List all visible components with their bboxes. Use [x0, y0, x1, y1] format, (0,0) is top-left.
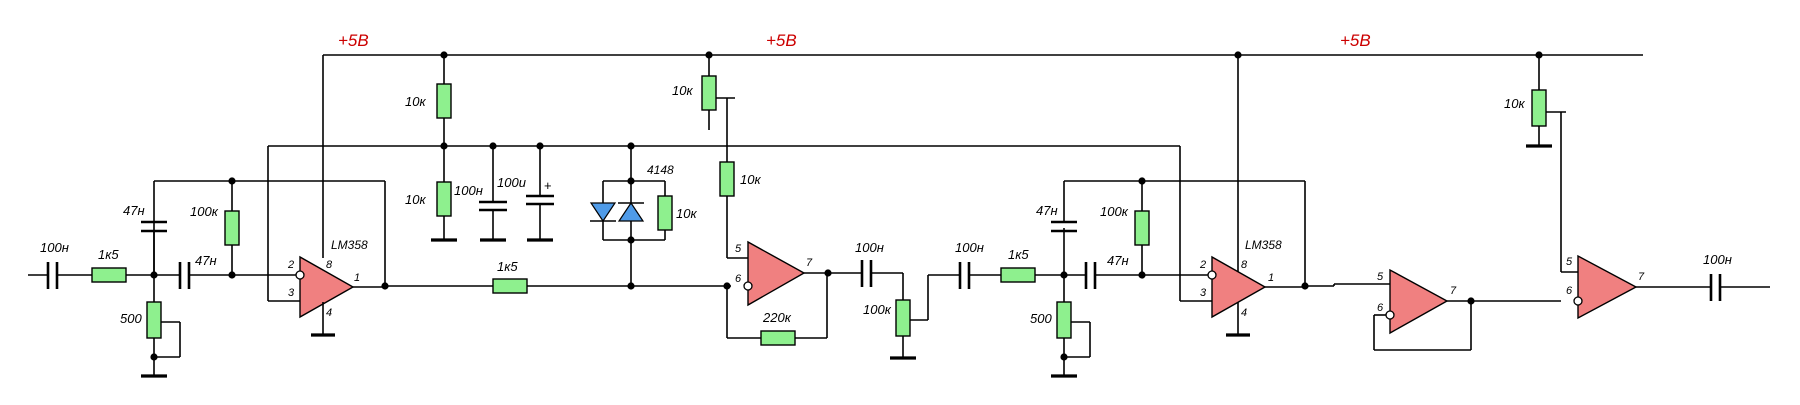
- pin-u1-1: 1: [354, 272, 360, 284]
- pin-u1-3: 3: [288, 287, 295, 299]
- diode-clipper: [589, 146, 673, 286]
- pin-u1b-6: 6: [735, 273, 742, 285]
- final-stage: [1526, 55, 1770, 320]
- label-c47-1b: 47н: [195, 253, 217, 268]
- label-c-out: 100н: [1703, 252, 1732, 267]
- power-label-3: +5В: [1340, 31, 1371, 50]
- stage1-input: [28, 262, 300, 289]
- label-c47-2b: 47н: [1107, 253, 1129, 268]
- label-r10k-bot: 10к: [405, 192, 426, 207]
- power-rail: [322, 51, 1643, 258]
- label-c100n-mid1: 100н: [855, 240, 884, 255]
- stage1-feedback: [141, 177, 386, 378]
- pin-u2-4: 4: [1241, 307, 1247, 319]
- label-r500-1: 500: [120, 311, 142, 326]
- pin-u2b-7: 7: [1450, 285, 1457, 297]
- label-r100k-2: 100к: [1100, 204, 1129, 219]
- pin-u1b-7: 7: [806, 257, 813, 269]
- power-label-2: +5В: [766, 31, 797, 50]
- opamp-u1a: [295, 255, 389, 337]
- diode-label: 4148: [647, 163, 674, 177]
- opamp-u1b: [726, 240, 832, 346]
- pin-u1-2: 2: [287, 259, 294, 271]
- label-r100k-1: 100к: [190, 204, 219, 219]
- pin-u1b-5: 5: [735, 243, 742, 255]
- label-r10k-dio: 10к: [676, 206, 697, 221]
- label-r500-2: 500: [1030, 311, 1052, 326]
- pin-u2b-5: 5: [1377, 271, 1384, 283]
- label-r10k-ser: 10к: [740, 172, 761, 187]
- ic-label-u2: LM358: [1245, 238, 1282, 252]
- opamp-u2b: [1305, 268, 1561, 351]
- pin-u2-8: 8: [1241, 259, 1248, 271]
- label-c47-2: 47н: [1036, 203, 1058, 218]
- label-r-in1: 1к5: [98, 247, 119, 262]
- pin-u2-2: 2: [1199, 259, 1206, 271]
- label-r10k-right: 10к: [1504, 96, 1525, 111]
- pin-u2-1: 1: [1268, 272, 1274, 284]
- pin-u1-4: 4: [326, 307, 332, 319]
- label-c47-1: 47н: [123, 203, 145, 218]
- pin-u2b-6: 6: [1377, 302, 1384, 314]
- pin-u3-6: 6: [1566, 285, 1573, 297]
- label-r10k-top: 10к: [405, 94, 426, 109]
- svg-text:+: +: [544, 178, 552, 193]
- stage3-feedback: [1051, 177, 1306, 378]
- ic-label-u1: LM358: [331, 238, 368, 252]
- opamp-u2a: [1207, 55, 1309, 337]
- supply-divider: +: [431, 55, 554, 242]
- power-label-1: +5В: [338, 31, 369, 50]
- stage2-bias: [701, 55, 748, 259]
- label-r-in2: 1к5: [1008, 247, 1029, 262]
- stage1-output: [385, 278, 731, 294]
- pin-u1-8: 8: [326, 259, 333, 271]
- label-r1k5-mid: 1к5: [497, 259, 518, 274]
- pin-u3-7: 7: [1638, 271, 1645, 283]
- label-c-in: 100н: [40, 240, 69, 255]
- label-r100k-pot: 100к: [863, 302, 892, 317]
- label-r10k-bias: 10к: [672, 83, 693, 98]
- label-c100u-dec: 100u: [497, 175, 526, 190]
- stage2-output: [828, 260, 1212, 360]
- label-c100n-mid2: 100н: [955, 240, 984, 255]
- pin-u2-3: 3: [1200, 287, 1207, 299]
- label-r220k: 220к: [762, 310, 792, 325]
- pin-u3-5: 5: [1566, 256, 1573, 268]
- label-c100n-dec: 100н: [454, 183, 483, 198]
